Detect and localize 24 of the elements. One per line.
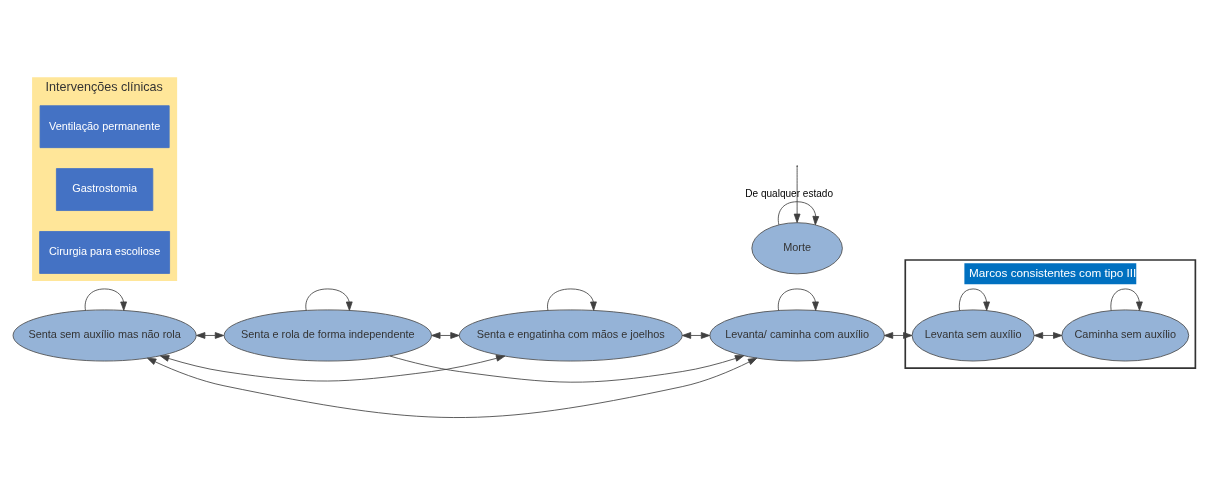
arrow [147, 357, 758, 418]
arrow [196, 331, 225, 339]
arrow [777, 288, 819, 311]
node-ellipse: Levanta sem auxílio [911, 308, 1035, 361]
edge-label: De qualquer estado [745, 187, 833, 199]
node-box: Ventilação permanente [39, 104, 170, 148]
arrow [681, 331, 711, 339]
arrow [160, 354, 506, 381]
node-ellipse: Senta e rola de forma independente [223, 308, 432, 361]
node-ellipse: Caminha sem auxílio [1061, 308, 1190, 361]
arrow [958, 288, 990, 311]
arrow [84, 288, 127, 311]
arrow [1110, 288, 1143, 311]
arrow [1033, 331, 1063, 339]
arrow [547, 288, 597, 311]
arrow [389, 354, 745, 383]
arrow [793, 165, 801, 223]
node-box: Gastrostomia [56, 167, 154, 211]
node-box: Cirurgia para escoliose [39, 230, 170, 274]
arrow [305, 288, 353, 311]
arrow [777, 200, 820, 225]
arrow [431, 331, 460, 339]
arrow [883, 331, 913, 339]
node-ellipse: Morte [751, 221, 843, 274]
